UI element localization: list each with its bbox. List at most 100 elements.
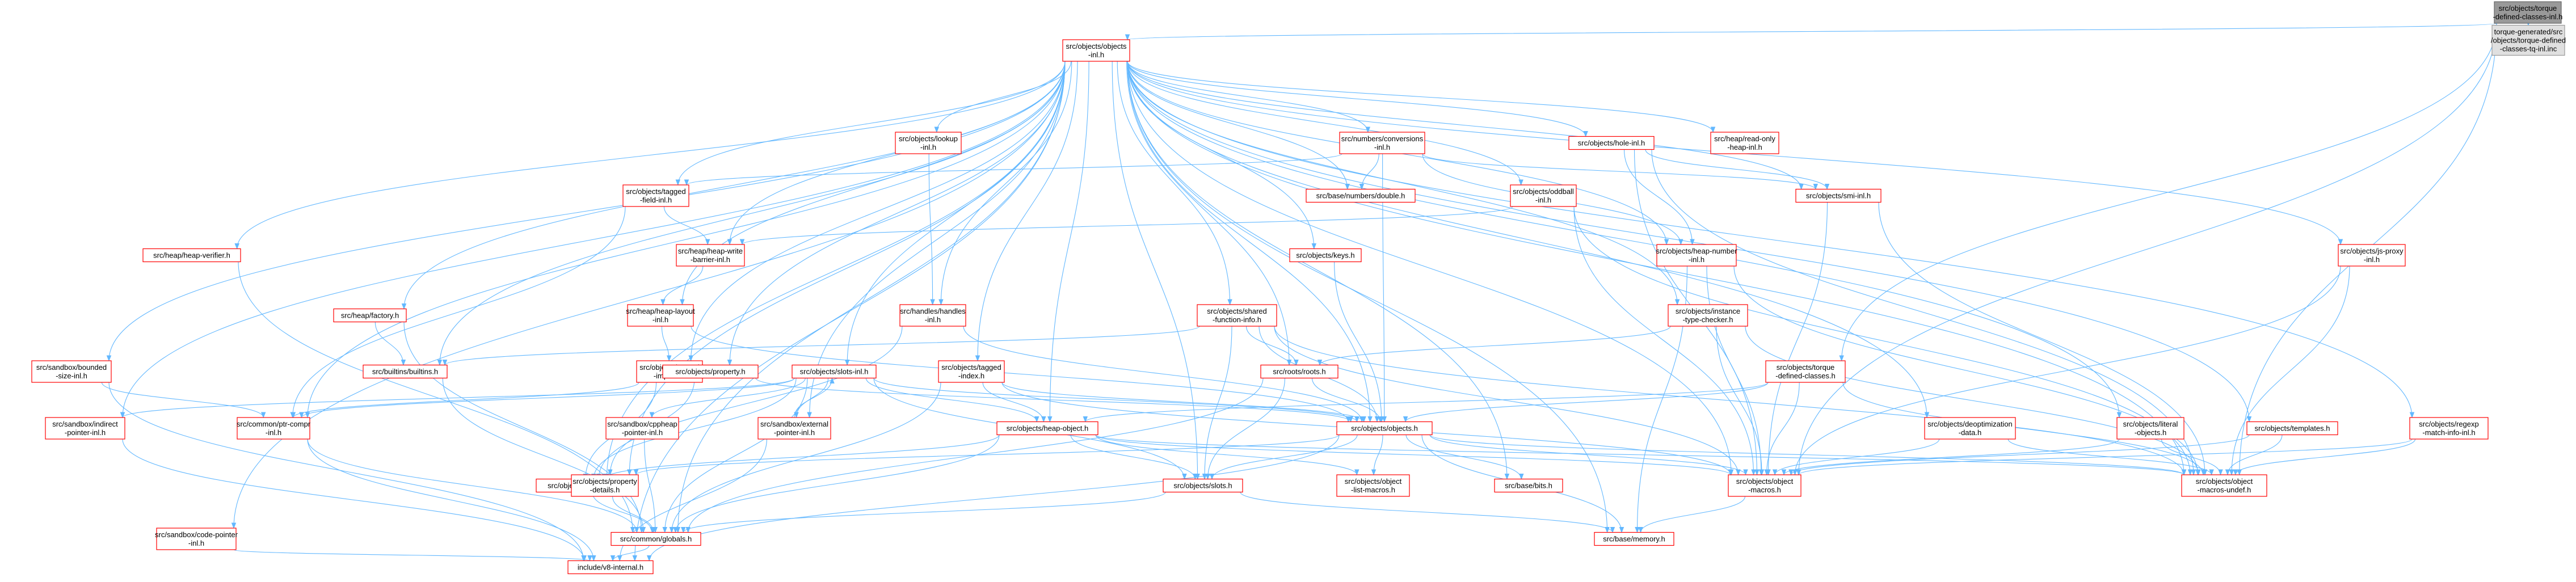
edge-line <box>635 435 1340 475</box>
node-property-h[interactable]: src/objects/property.h <box>662 364 759 379</box>
node-property-details[interactable]: src/objects/property-details.h <box>571 474 639 497</box>
node-label-line: include/v8-internal.h <box>578 563 643 572</box>
node-bits-h[interactable]: src/base/bits.h <box>1494 478 1563 493</box>
node-object-macros-undef[interactable]: src/objects/object-macros-undef.h <box>2181 474 2267 497</box>
node-box <box>1289 248 1362 263</box>
edge-objects-inl-to-readonly-heap-inl <box>1127 61 1716 133</box>
edge-arrowhead <box>1125 34 1130 41</box>
edge-tagged-index-to-objects-h <box>1001 382 1366 423</box>
edge-line <box>1645 149 1828 189</box>
node-indirect-pointer-inl[interactable]: src/sandbox/indirect-pointer-inl.h <box>45 417 125 440</box>
node-double-h[interactable]: src/base/numbers/double.h <box>1306 188 1416 203</box>
edge-line <box>593 378 797 479</box>
node-roots-h[interactable]: src/roots/roots.h <box>1260 364 1338 379</box>
node-bounded-size-inl[interactable]: src/sandbox/bounded-size-inl.h <box>31 360 112 383</box>
node-smi-inl[interactable]: src/objects/smi-inl.h <box>1795 188 1882 203</box>
node-templates-h[interactable]: src/objects/templates.h <box>2246 421 2338 436</box>
edge-line <box>1049 61 1089 422</box>
edge-heap-object-h-to-casting-h <box>601 435 1000 480</box>
edge-line <box>307 438 594 561</box>
edge-line <box>233 549 591 562</box>
node-literal-objects[interactable]: src/objects/literal-objects.h <box>2116 417 2184 440</box>
edge-line <box>403 61 1066 309</box>
node-conversions-inl[interactable]: src/numbers/conversions-inl.h <box>1339 132 1425 154</box>
node-box <box>333 308 407 323</box>
node-globals-h[interactable]: src/common/globals.h <box>611 532 701 546</box>
node-cppheap-pointer-inl[interactable]: src/sandbox/cppheap-pointer-inl.h <box>605 417 679 440</box>
node-label-line: -objects.h <box>2135 428 2166 437</box>
edge-arrowhead <box>1359 184 1365 190</box>
node-object-macros[interactable]: src/objects/object-macros.h <box>1728 474 1801 497</box>
node-heap-verifier[interactable]: src/heap/heap-verifier.h <box>142 248 241 263</box>
node-slots-h[interactable]: src/objects/slots.h <box>1163 478 1243 493</box>
edge-arrowhead <box>1635 527 1640 533</box>
node-regexp-match-info[interactable]: src/objects/regexp-match-info-inl.h <box>2409 417 2489 440</box>
node-tdc-gen[interactable]: torque-generated/src/objects/torque-defi… <box>2491 24 2566 56</box>
node-readonly-heap-inl[interactable]: src/heap/read-only-heap-inl.h <box>1710 132 1779 154</box>
node-hole-inl[interactable]: src/objects/hole-inl.h <box>1568 136 1655 150</box>
edge-roots-h-to-objects-h <box>1311 378 1383 423</box>
edge-arrowhead <box>1743 469 1748 476</box>
node-root[interactable]: src/objects/torque-defined-classes-inl.h <box>2493 1 2563 24</box>
edge-slots-inl-to-cppheap-pointer-inl <box>649 378 806 419</box>
node-label-line: -inl.h <box>1535 196 1551 204</box>
node-deoptimization-data[interactable]: src/objects/deoptimization-data.h <box>1924 417 2016 440</box>
node-objects-h[interactable]: src/objects/objects.h <box>1336 421 1433 436</box>
node-v8-internal[interactable]: include/v8-internal.h <box>567 560 654 575</box>
node-tagged-index[interactable]: src/objects/tagged-index.h <box>938 360 1005 383</box>
node-heap-layout-inl[interactable]: src/heap/heap-layout-inl.h <box>626 304 695 327</box>
node-label-line: -inl.h <box>1374 143 1390 151</box>
node-handles-inl[interactable]: src/handles/handles-inl.h <box>899 304 966 327</box>
node-box <box>237 417 310 440</box>
node-keys-h[interactable]: src/objects/keys.h <box>1289 248 1362 263</box>
node-tagged-field-inl[interactable]: src/objects/tagged-field-inl.h <box>622 184 689 207</box>
edge-arrowhead <box>1710 126 1716 133</box>
edge-line <box>1405 382 1769 422</box>
edge-arrowhead <box>1311 243 1317 250</box>
node-ptr-compr-inl[interactable]: src/common/ptr-compr-inl.h <box>237 417 311 440</box>
edge-line <box>612 545 650 561</box>
node-heap-number-inl[interactable]: src/objects/heap-number-inl.h <box>1656 244 1737 267</box>
node-external-pointer-inl[interactable]: src/sandbox/external-pointer-inl.h <box>757 417 831 440</box>
edge-arrowhead <box>975 355 980 362</box>
edge-regexp-match-info-to-object-macros <box>1796 438 2413 476</box>
node-objects-inl[interactable]: src/objects/objects-inl.h <box>1062 39 1130 62</box>
node-label-line: -barrier-inl.h <box>691 255 730 264</box>
node-shared-function-info[interactable]: src/objects/shared-function-info.h <box>1197 304 1277 327</box>
node-heap-object-h[interactable]: src/objects/heap-object.h <box>996 421 1098 436</box>
edge-line <box>1274 326 2184 475</box>
edge-line <box>1745 326 2199 475</box>
node-torque-defined-classes[interactable]: src/objects/torque-defined-classes.h <box>1765 360 1846 383</box>
node-lookup-inl[interactable]: src/objects/lookup-inl.h <box>895 132 962 154</box>
node-object-list-macros[interactable]: src/objects/object-list-macros.h <box>1336 474 1410 497</box>
node-label-line: -macros.h <box>1748 486 1781 494</box>
edge-literal-objects-to-object-macros <box>1781 438 2120 476</box>
node-label-line: torque-generated/src <box>2494 28 2563 36</box>
edge-objects-inl-to-heap-layout-inl <box>680 61 1066 306</box>
node-label-line: src/sandbox/indirect <box>52 420 118 428</box>
node-builtins-h[interactable]: src/builtins/builtins.h <box>363 364 448 379</box>
edge-external-pointer-inl-to-slots-inl <box>794 377 835 418</box>
edge-line <box>865 378 1037 422</box>
node-oddball-inl[interactable]: src/objects/oddball-inl.h <box>1510 184 1577 207</box>
edge-arrowhead <box>1690 239 1695 246</box>
edge-line <box>1334 262 1382 422</box>
node-code-pointer-inl[interactable]: src/sandbox/code-pointer-inl.h <box>155 528 238 550</box>
node-label-line: src/objects/slots-inl.h <box>800 368 869 376</box>
node-write-barrier-inl[interactable]: src/heap/heap-write-barrier-inl.h <box>676 244 745 267</box>
node-factory-h[interactable]: src/heap/factory.h <box>333 308 407 323</box>
edge-arrowhead <box>2200 469 2206 476</box>
node-box <box>1306 188 1416 203</box>
node-instance-type-checker[interactable]: src/objects/instance-type-checker.h <box>1668 304 1748 327</box>
edge-line <box>1127 61 1732 475</box>
edge-tagged-field-inl-to-write-barrier-inl <box>663 206 710 246</box>
edge-line <box>1783 438 2120 475</box>
node-slots-inl[interactable]: src/objects/slots-inl.h <box>792 364 877 379</box>
node-box <box>2494 1 2562 24</box>
node-memory-h[interactable]: src/base/memory.h <box>1594 532 1674 546</box>
node-label-line: src/sandbox/bounded <box>36 363 107 372</box>
node-js-proxy-inl[interactable]: src/objects/js-proxy-inl.h <box>2338 244 2406 267</box>
edge-arrowhead <box>1504 474 1510 480</box>
edge-line <box>629 61 1066 475</box>
edge-hole-inl-to-heap-number-inl <box>1623 149 1695 246</box>
